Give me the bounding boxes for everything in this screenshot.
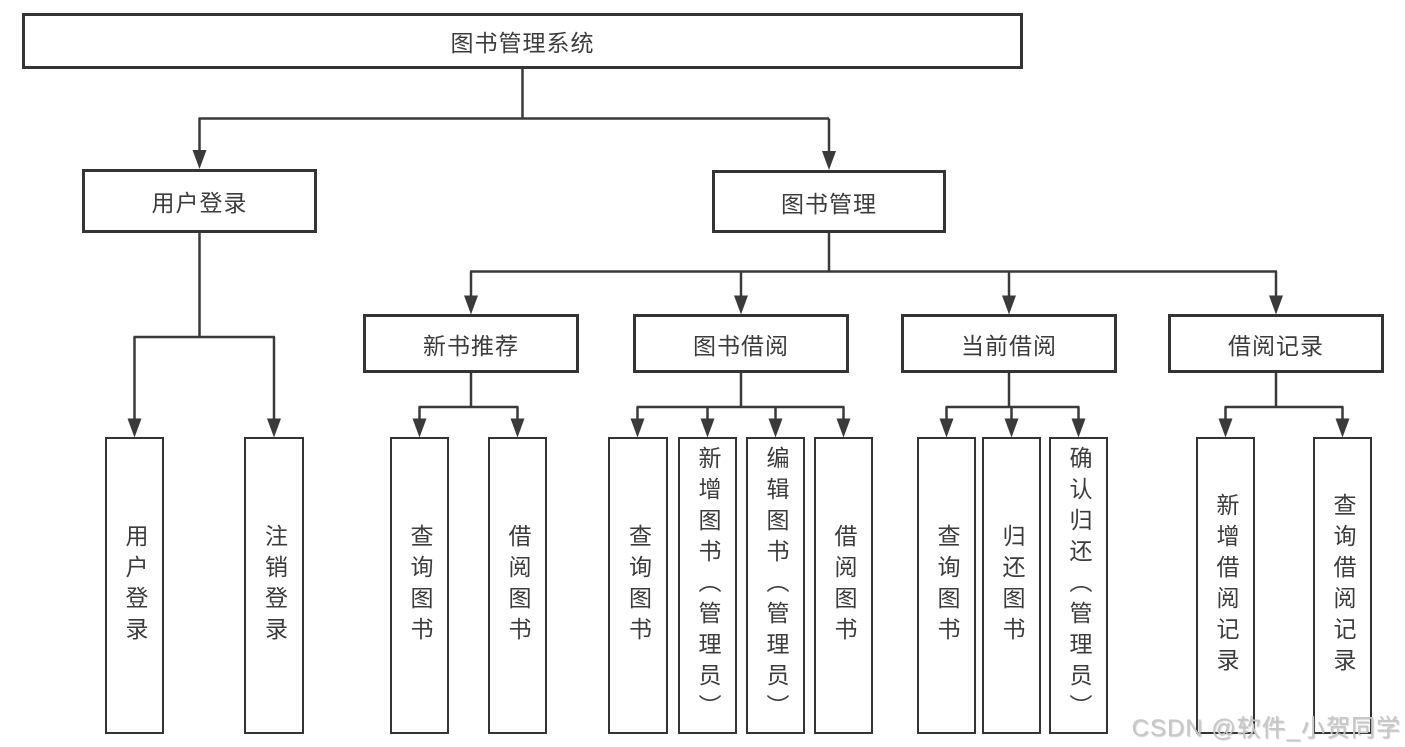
leaf-bb-query-book: 查询图书 [608,437,668,734]
node-current-borrow-label: 当前借阅 [961,332,1057,359]
node-book-management-label: 图书管理 [781,190,877,217]
connector-current-borrow-to-children [939,373,1086,438]
connector-book-management-to-sections [464,233,1283,315]
leaf-nbr-borrow-book-label: 借阅图书 [505,523,531,648]
leaf-cb-confirm-return-admin-label: 确认归还（管理员） [1066,446,1092,725]
leaf-nbr-borrow-book: 借阅图书 [488,437,547,734]
leaf-br-add-record-label: 新增借阅记录 [1213,492,1239,679]
connector-borrow-records-to-children [1218,373,1350,438]
node-book-management: 图书管理 [712,170,946,233]
leaf-cb-confirm-return-admin: 确认归还（管理员） [1049,437,1108,734]
connector-root-to-branches [192,69,836,170]
leaf-bb-edit-book-admin-label: 编辑图书（管理员） [763,446,789,725]
watermark: CSDN @软件_小贺同学 [1131,715,1401,742]
leaf-bb-edit-book-admin: 编辑图书（管理员） [746,437,805,734]
node-new-book-recommend-label: 新书推荐 [423,332,519,359]
node-book-borrow-label: 图书借阅 [693,332,789,359]
connector-book-borrow-to-children [630,373,851,438]
node-borrow-records: 借阅记录 [1168,314,1384,373]
leaf-logout: 注销登录 [244,437,304,734]
node-root: 图书管理系统 [22,13,1023,69]
leaf-cb-return-book: 归还图书 [982,437,1041,734]
node-root-label: 图书管理系统 [450,30,595,56]
leaf-br-query-record: 查询借阅记录 [1313,437,1372,734]
leaf-user-login-label: 用户登录 [122,523,148,648]
leaf-nbr-query-book: 查询图书 [390,437,449,734]
leaf-cb-return-book-label: 归还图书 [999,523,1025,648]
connector-new-book-recommend-to-children [412,373,525,438]
node-user-login-label: 用户登录 [151,190,248,216]
node-new-book-recommend: 新书推荐 [363,314,579,373]
leaf-bb-add-book-admin: 新增图书（管理员） [678,437,737,734]
leaf-logout-label: 注销登录 [261,523,288,648]
leaf-cb-query-book-label: 查询图书 [934,523,960,648]
node-borrow-records-label: 借阅记录 [1228,332,1324,359]
leaf-bb-borrow-book-label: 借阅图书 [831,523,857,648]
leaf-br-add-record: 新增借阅记录 [1196,437,1255,734]
node-current-borrow: 当前借阅 [901,314,1117,373]
leaf-bb-borrow-book: 借阅图书 [814,437,873,734]
leaf-cb-query-book: 查询图书 [917,437,976,734]
node-book-borrow: 图书借阅 [633,314,849,373]
node-user-login: 用户登录 [82,169,317,233]
leaf-user-login: 用户登录 [105,437,164,734]
leaf-bb-query-book-label: 查询图书 [625,523,652,648]
leaf-br-query-record-label: 查询借阅记录 [1330,492,1356,679]
leaf-nbr-query-book-label: 查询图书 [407,523,433,648]
leaf-bb-add-book-admin-label: 新增图书（管理员） [695,446,721,725]
connector-user-login-to-children [127,233,281,438]
